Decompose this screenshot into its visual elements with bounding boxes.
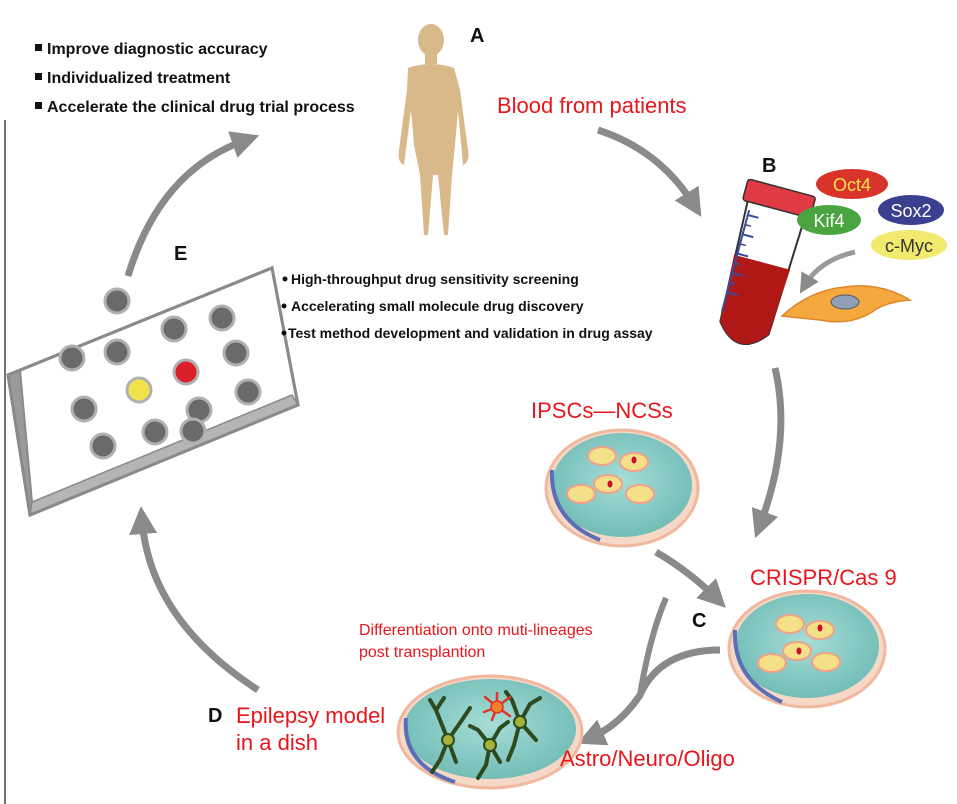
well-plate-icon	[6, 265, 300, 518]
panel-label-a: A	[470, 25, 484, 47]
epilepsy-label: Epilepsy model	[236, 703, 385, 728]
factor-sox2: Sox2	[878, 195, 944, 225]
bullet-icon	[35, 44, 42, 51]
arrow-ipsc-to-crispr	[654, 548, 726, 608]
ipsc-dish-icon	[544, 428, 700, 548]
fibroblast-cell-icon	[780, 285, 913, 323]
factor-kif4: Kif4	[797, 205, 861, 235]
bullet-icon	[35, 73, 42, 80]
neuron-dish-icon	[396, 674, 584, 790]
factor-c-myc: c-Myc	[871, 230, 947, 260]
arrow-branch-line	[637, 596, 669, 696]
arrow-a-to-b	[596, 126, 702, 217]
screening-item: Accelerating small molecule drug discove…	[291, 298, 584, 314]
bullet-icon	[281, 330, 287, 336]
bullet-icon	[35, 102, 42, 109]
benefits-list: Improve diagnostic accuracy Individualiz…	[35, 41, 355, 116]
benefit-item: Improve diagnostic accuracy	[47, 41, 268, 58]
blood-tube-icon	[719, 178, 816, 345]
benefit-item: Accelerate the clinical drug trial proce…	[47, 99, 355, 116]
screening-list: High-throughput drug sensitivity screeni…	[281, 271, 653, 341]
arrow-factors-to-cell	[799, 249, 856, 294]
panel-label-b: B	[762, 155, 776, 177]
differentiation-label: post transplantion	[359, 644, 485, 661]
arrow-c-to-d	[577, 646, 721, 746]
panel-label-d: D	[208, 705, 222, 727]
blood-label: Blood from patients	[497, 93, 687, 118]
yellow-well	[125, 376, 153, 404]
factor-label: Oct4	[833, 175, 871, 195]
screening-item: Test method development and validation i…	[288, 325, 653, 341]
benefit-item: Individualized treatment	[47, 70, 231, 87]
arrow-e-to-a	[124, 131, 260, 278]
arrow-b-to-crispr	[751, 367, 785, 539]
arrow-d-to-e	[129, 506, 260, 693]
red-well	[172, 358, 200, 386]
factor-label: Sox2	[890, 201, 931, 221]
bullet-icon	[282, 276, 288, 282]
factor-label: Kif4	[813, 211, 844, 231]
epilepsy-label: in a dish	[236, 730, 318, 755]
crispr-label: CRISPR/Cas 9	[750, 565, 897, 590]
ipsc-label: IPSCs—NCSs	[531, 398, 673, 423]
panel-label-e: E	[174, 243, 187, 265]
differentiation-label: Differentiation onto muti-lineages	[359, 622, 593, 639]
bullet-icon	[281, 303, 287, 309]
factor-oct4: Oct4	[816, 169, 888, 199]
human-body-icon	[398, 24, 469, 235]
screening-item: High-throughput drug sensitivity screeni…	[291, 271, 579, 287]
factor-label: c-Myc	[885, 236, 933, 256]
crispr-dish-icon	[727, 589, 887, 709]
lineages-label: Astro/Neuro/Oligo	[560, 746, 735, 771]
panel-label-c: C	[692, 610, 706, 632]
